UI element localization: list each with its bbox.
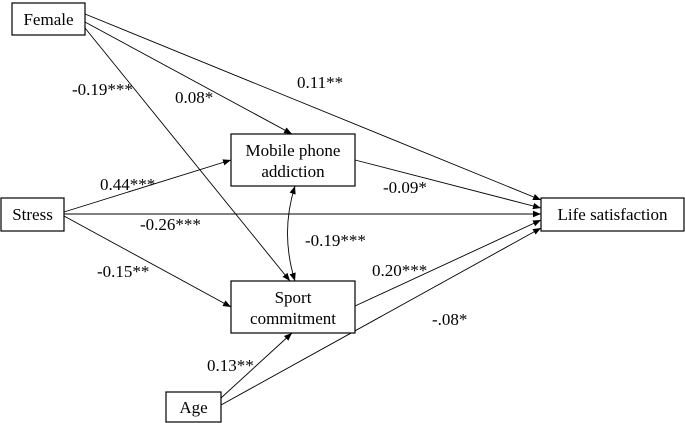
node-mobile-label-line1: Mobile phone <box>246 141 341 160</box>
coef-stress-mobile: 0.44*** <box>100 175 155 194</box>
node-mobile-phone-addiction: Mobile phone addiction <box>230 133 356 187</box>
edge-female-sport <box>84 27 291 282</box>
node-life-label: Life satisfaction <box>558 205 668 224</box>
coef-female-sport: -0.19*** <box>72 80 133 99</box>
edge-stress-sport <box>63 215 232 308</box>
coef-sport-life: 0.20*** <box>372 261 427 280</box>
node-mobile-label-line2: addiction <box>261 162 325 181</box>
node-sport-commitment: Sport commitment <box>230 280 356 334</box>
edge-labels: -0.19*** 0.08* 0.11** 0.44*** -0.26*** -… <box>72 73 467 375</box>
edges <box>63 13 542 406</box>
node-stress-label: Stress <box>12 205 53 224</box>
coef-age-life: -.08* <box>432 310 467 329</box>
node-female-label: Female <box>23 10 73 29</box>
edge-stress-mobile <box>63 159 232 213</box>
node-female: Female <box>11 2 86 36</box>
node-sport-label-line1: Sport <box>275 288 312 307</box>
coef-stress-life: -0.26*** <box>140 215 201 234</box>
edge-mobile-life <box>354 159 542 210</box>
coef-female-mobile: 0.08* <box>175 88 213 107</box>
coef-mobile-sport: -0.19*** <box>305 231 366 250</box>
node-stress-box <box>0 197 65 232</box>
node-sport-box <box>230 280 356 334</box>
node-age-box <box>165 391 222 423</box>
node-life-box <box>540 197 685 232</box>
node-age: Age <box>165 391 222 423</box>
edge-female-life <box>84 13 542 201</box>
edge-age-sport <box>220 332 293 399</box>
node-age-label: Age <box>179 398 207 417</box>
node-female-box <box>11 2 86 36</box>
coef-female-life: 0.11** <box>297 73 343 92</box>
coef-age-sport: 0.13** <box>207 356 254 375</box>
edge-age-life <box>220 227 542 406</box>
edge-mobile-sport-correlation <box>287 185 296 282</box>
coef-mobile-life: -0.09* <box>383 178 427 197</box>
node-mobile-box <box>230 133 356 187</box>
node-sport-label-line2: commitment <box>250 309 336 328</box>
node-stress: Stress <box>0 197 65 232</box>
coef-stress-sport: -0.15** <box>97 262 149 281</box>
edge-sport-life <box>354 219 542 307</box>
edge-female-mobile <box>84 21 293 135</box>
node-life-satisfaction: Life satisfaction <box>540 197 685 232</box>
